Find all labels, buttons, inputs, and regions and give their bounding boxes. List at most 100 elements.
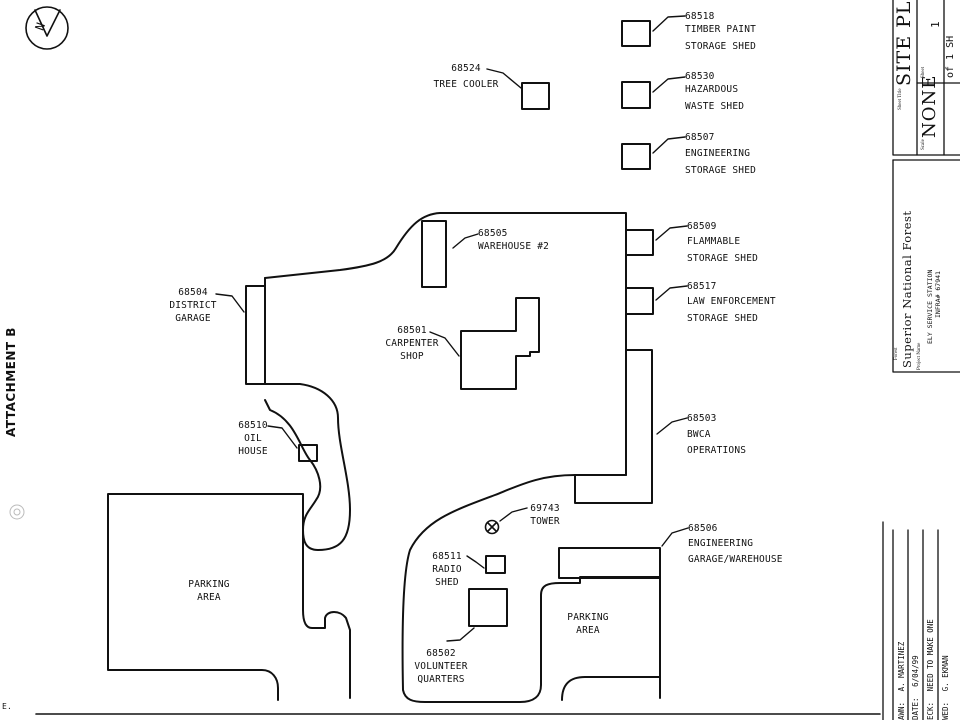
forest-caption: Forest bbox=[894, 347, 899, 361]
parking-right-line-2: AREA bbox=[576, 625, 600, 636]
leader-68518 bbox=[652, 15, 686, 32]
building-68518-shape bbox=[621, 20, 651, 47]
label-68505: 68505 WAREHOUSE #2 bbox=[478, 227, 549, 253]
label-68518-line-1: TIMBER PAINT bbox=[685, 24, 757, 35]
tower-69743-icon bbox=[484, 519, 500, 535]
building-68507-shape bbox=[621, 143, 651, 170]
label-68509-number: 68509 bbox=[687, 221, 717, 232]
label-68503-line-1: BWCA bbox=[687, 429, 711, 440]
revision-checked-value: NEED TO MAKE ONE bbox=[926, 619, 935, 692]
label-68510: 68510 OIL HOUSE bbox=[230, 419, 276, 458]
label-68510-line-1: OIL bbox=[244, 433, 262, 444]
building-68503-shape bbox=[574, 349, 653, 504]
label-68507-number: 68507 bbox=[685, 132, 715, 143]
building-68504-shape bbox=[245, 285, 266, 385]
parking-left-line-1: PARKING bbox=[188, 579, 230, 590]
building-68505-shape bbox=[421, 220, 447, 288]
revision-drawn: AWN: A. MARTINEZ bbox=[897, 642, 906, 720]
label-68506-line-2: GARAGE/WAREHOUSE bbox=[688, 554, 783, 565]
label-68511-line-1: RADIO bbox=[432, 564, 462, 575]
building-68506-shape bbox=[558, 547, 661, 579]
leader-68511 bbox=[466, 555, 485, 569]
label-68510-line-2: HOUSE bbox=[238, 446, 268, 457]
revision-checked: ECK: NEED TO MAKE ONE bbox=[926, 619, 935, 720]
label-68509-line-1: FLAMMABLE bbox=[687, 236, 741, 247]
label-68506-line-1: ENGINEERING bbox=[688, 538, 754, 549]
building-68530-shape bbox=[621, 81, 651, 109]
label-68509-line-2: STORAGE SHED bbox=[687, 253, 759, 264]
label-68502-line-1: VOLUNTEER bbox=[414, 661, 468, 672]
title-block-frame bbox=[882, 0, 960, 720]
building-68501-shape bbox=[460, 297, 540, 390]
label-68504-line-2: GARAGE bbox=[175, 313, 211, 324]
scale-value: NONE bbox=[919, 74, 940, 138]
infra-number: INFRA# 67941 bbox=[934, 271, 942, 318]
label-69743: 69743 TOWER bbox=[520, 502, 570, 528]
label-68504: 68504 DISTRICT GARAGE bbox=[162, 286, 224, 325]
label-68524: 68524 TREE COOLER bbox=[418, 62, 514, 91]
project-name: ELY SERVICE STATION bbox=[926, 269, 934, 344]
parking-lot-right bbox=[561, 576, 661, 701]
label-68507-line-1: ENGINEERING bbox=[685, 148, 751, 159]
scale-caption: Scale bbox=[921, 139, 926, 150]
label-68530-line-2: WASTE SHED bbox=[685, 101, 745, 112]
parking-lot-left bbox=[107, 493, 351, 701]
label-68517-line-2: STORAGE SHED bbox=[687, 313, 759, 324]
leader-68501 bbox=[429, 331, 460, 357]
leader-68507 bbox=[652, 136, 686, 154]
label-68530: 68530 HAZARDOUS WASTE SHED bbox=[685, 70, 744, 113]
label-68517: 68517 LAW ENFORCEMENT STORAGE SHED bbox=[687, 280, 776, 325]
revision-drawn-value: A. MARTINEZ bbox=[897, 641, 906, 692]
revision-reviewed-value: G. EKMAN bbox=[941, 655, 950, 692]
label-68502: 68502 VOLUNTEER QUARTERS bbox=[405, 647, 477, 686]
label-68530-number: 68530 bbox=[685, 71, 715, 82]
leader-68503 bbox=[656, 417, 688, 435]
label-68511-number: 68511 bbox=[432, 551, 462, 562]
building-68517-shape bbox=[625, 287, 654, 315]
project-caption: Project Name bbox=[917, 342, 922, 370]
north-arrow-icon bbox=[25, 6, 69, 50]
label-68530-line-1: HAZARDOUS bbox=[685, 84, 739, 95]
sheet-title: SITE PL bbox=[893, 0, 915, 86]
label-68505-number: 68505 bbox=[478, 228, 508, 239]
parking-area-left-label: PARKING AREA bbox=[178, 578, 240, 604]
yard-outline-upper-left bbox=[264, 277, 351, 551]
leader-68530 bbox=[652, 76, 686, 93]
building-68511-shape bbox=[485, 555, 506, 574]
label-68507-line-2: STORAGE SHED bbox=[685, 165, 757, 176]
leader-68509 bbox=[655, 225, 688, 241]
label-69743-line-1: TOWER bbox=[530, 516, 560, 527]
forest-name: Superior National Forest bbox=[900, 210, 914, 368]
leader-68524 bbox=[486, 68, 522, 89]
label-68518-number: 68518 bbox=[685, 11, 715, 22]
revision-date: DATE: 6/04/99 bbox=[911, 655, 920, 720]
label-68506: 68506 ENGINEERING GARAGE/WAREHOUSE bbox=[688, 522, 783, 566]
label-68518: 68518 TIMBER PAINT STORAGE SHED bbox=[685, 10, 756, 53]
building-68509-shape bbox=[625, 229, 654, 256]
label-68504-line-1: DISTRICT bbox=[169, 300, 217, 311]
label-68524-number: 68524 bbox=[451, 63, 481, 74]
label-69743-number: 69743 bbox=[530, 503, 560, 514]
leader-68505 bbox=[452, 233, 479, 249]
label-68506-number: 68506 bbox=[688, 523, 718, 534]
label-68505-line-1: WAREHOUSE #2 bbox=[478, 241, 550, 252]
leader-68517 bbox=[655, 285, 688, 301]
label-68501: 68501 CARPENTER SHOP bbox=[380, 324, 444, 363]
main-yard-outline bbox=[264, 212, 661, 703]
sheet-of: of 1 SH bbox=[945, 35, 956, 78]
label-68518-line-2: STORAGE SHED bbox=[685, 41, 757, 52]
label-68507: 68507 ENGINEERING STORAGE SHED bbox=[685, 131, 756, 177]
label-68501-line-1: CARPENTER bbox=[385, 338, 439, 349]
label-68517-number: 68517 bbox=[687, 281, 717, 292]
revision-reviewed: WED: G. EKMAN bbox=[941, 655, 950, 720]
leader-68506 bbox=[661, 527, 689, 547]
parking-right-line-1: PARKING bbox=[567, 612, 609, 623]
label-68503: 68503 BWCA OPERATIONS bbox=[687, 412, 746, 457]
leader-68504 bbox=[215, 293, 245, 313]
label-68511: 68511 RADIO SHED bbox=[425, 550, 469, 589]
building-68524-shape bbox=[521, 82, 550, 110]
label-68509: 68509 FLAMMABLE STORAGE SHED bbox=[687, 220, 758, 265]
building-68502-shape bbox=[468, 588, 508, 627]
scan-speck-icon bbox=[9, 504, 25, 520]
